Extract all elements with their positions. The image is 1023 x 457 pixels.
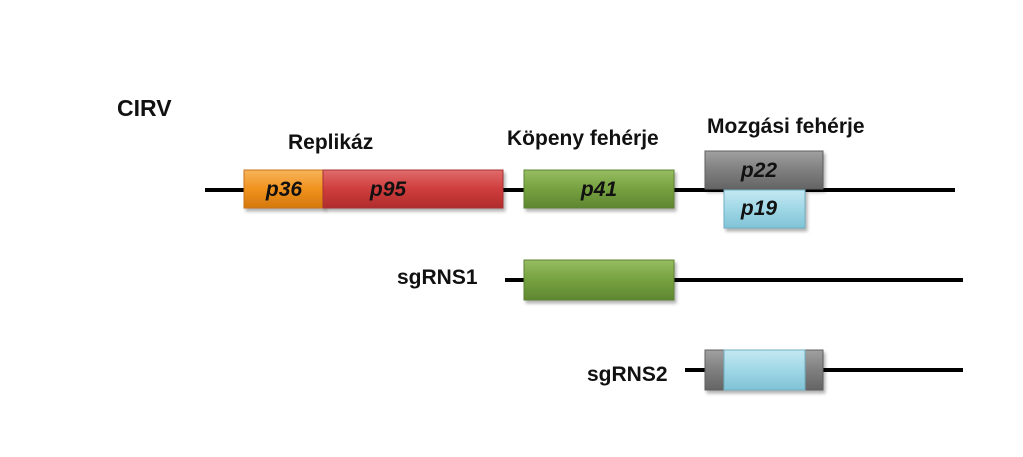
p22-label: p22 bbox=[740, 159, 778, 182]
orf-p19: p19 bbox=[723, 189, 806, 229]
orf-p22: p22 bbox=[704, 150, 824, 190]
orf-p95: p95 bbox=[322, 169, 504, 209]
virus-label: CIRV bbox=[117, 95, 172, 121]
orf-p36: p36 bbox=[243, 169, 325, 209]
p19-label: p19 bbox=[740, 197, 778, 220]
sgrna1-label: sgRNS1 bbox=[397, 266, 478, 289]
sgrna1-orf-p41 bbox=[523, 259, 675, 301]
coat-protein-label: Köpeny fehérje bbox=[507, 127, 659, 150]
sgrna2-orf-p22-p19 bbox=[704, 349, 824, 391]
sgrna2-label: sgRNS2 bbox=[587, 363, 668, 386]
p36-label: p36 bbox=[265, 178, 303, 201]
movement-protein-label: Mozgási fehérje bbox=[707, 115, 865, 138]
p41-label: p41 bbox=[580, 178, 617, 201]
replicase-label: Replikáz bbox=[288, 131, 373, 154]
sgrna2-orf-p19 bbox=[723, 349, 806, 391]
p95-label: p95 bbox=[369, 178, 407, 201]
orf-p41: p41 bbox=[523, 169, 675, 209]
